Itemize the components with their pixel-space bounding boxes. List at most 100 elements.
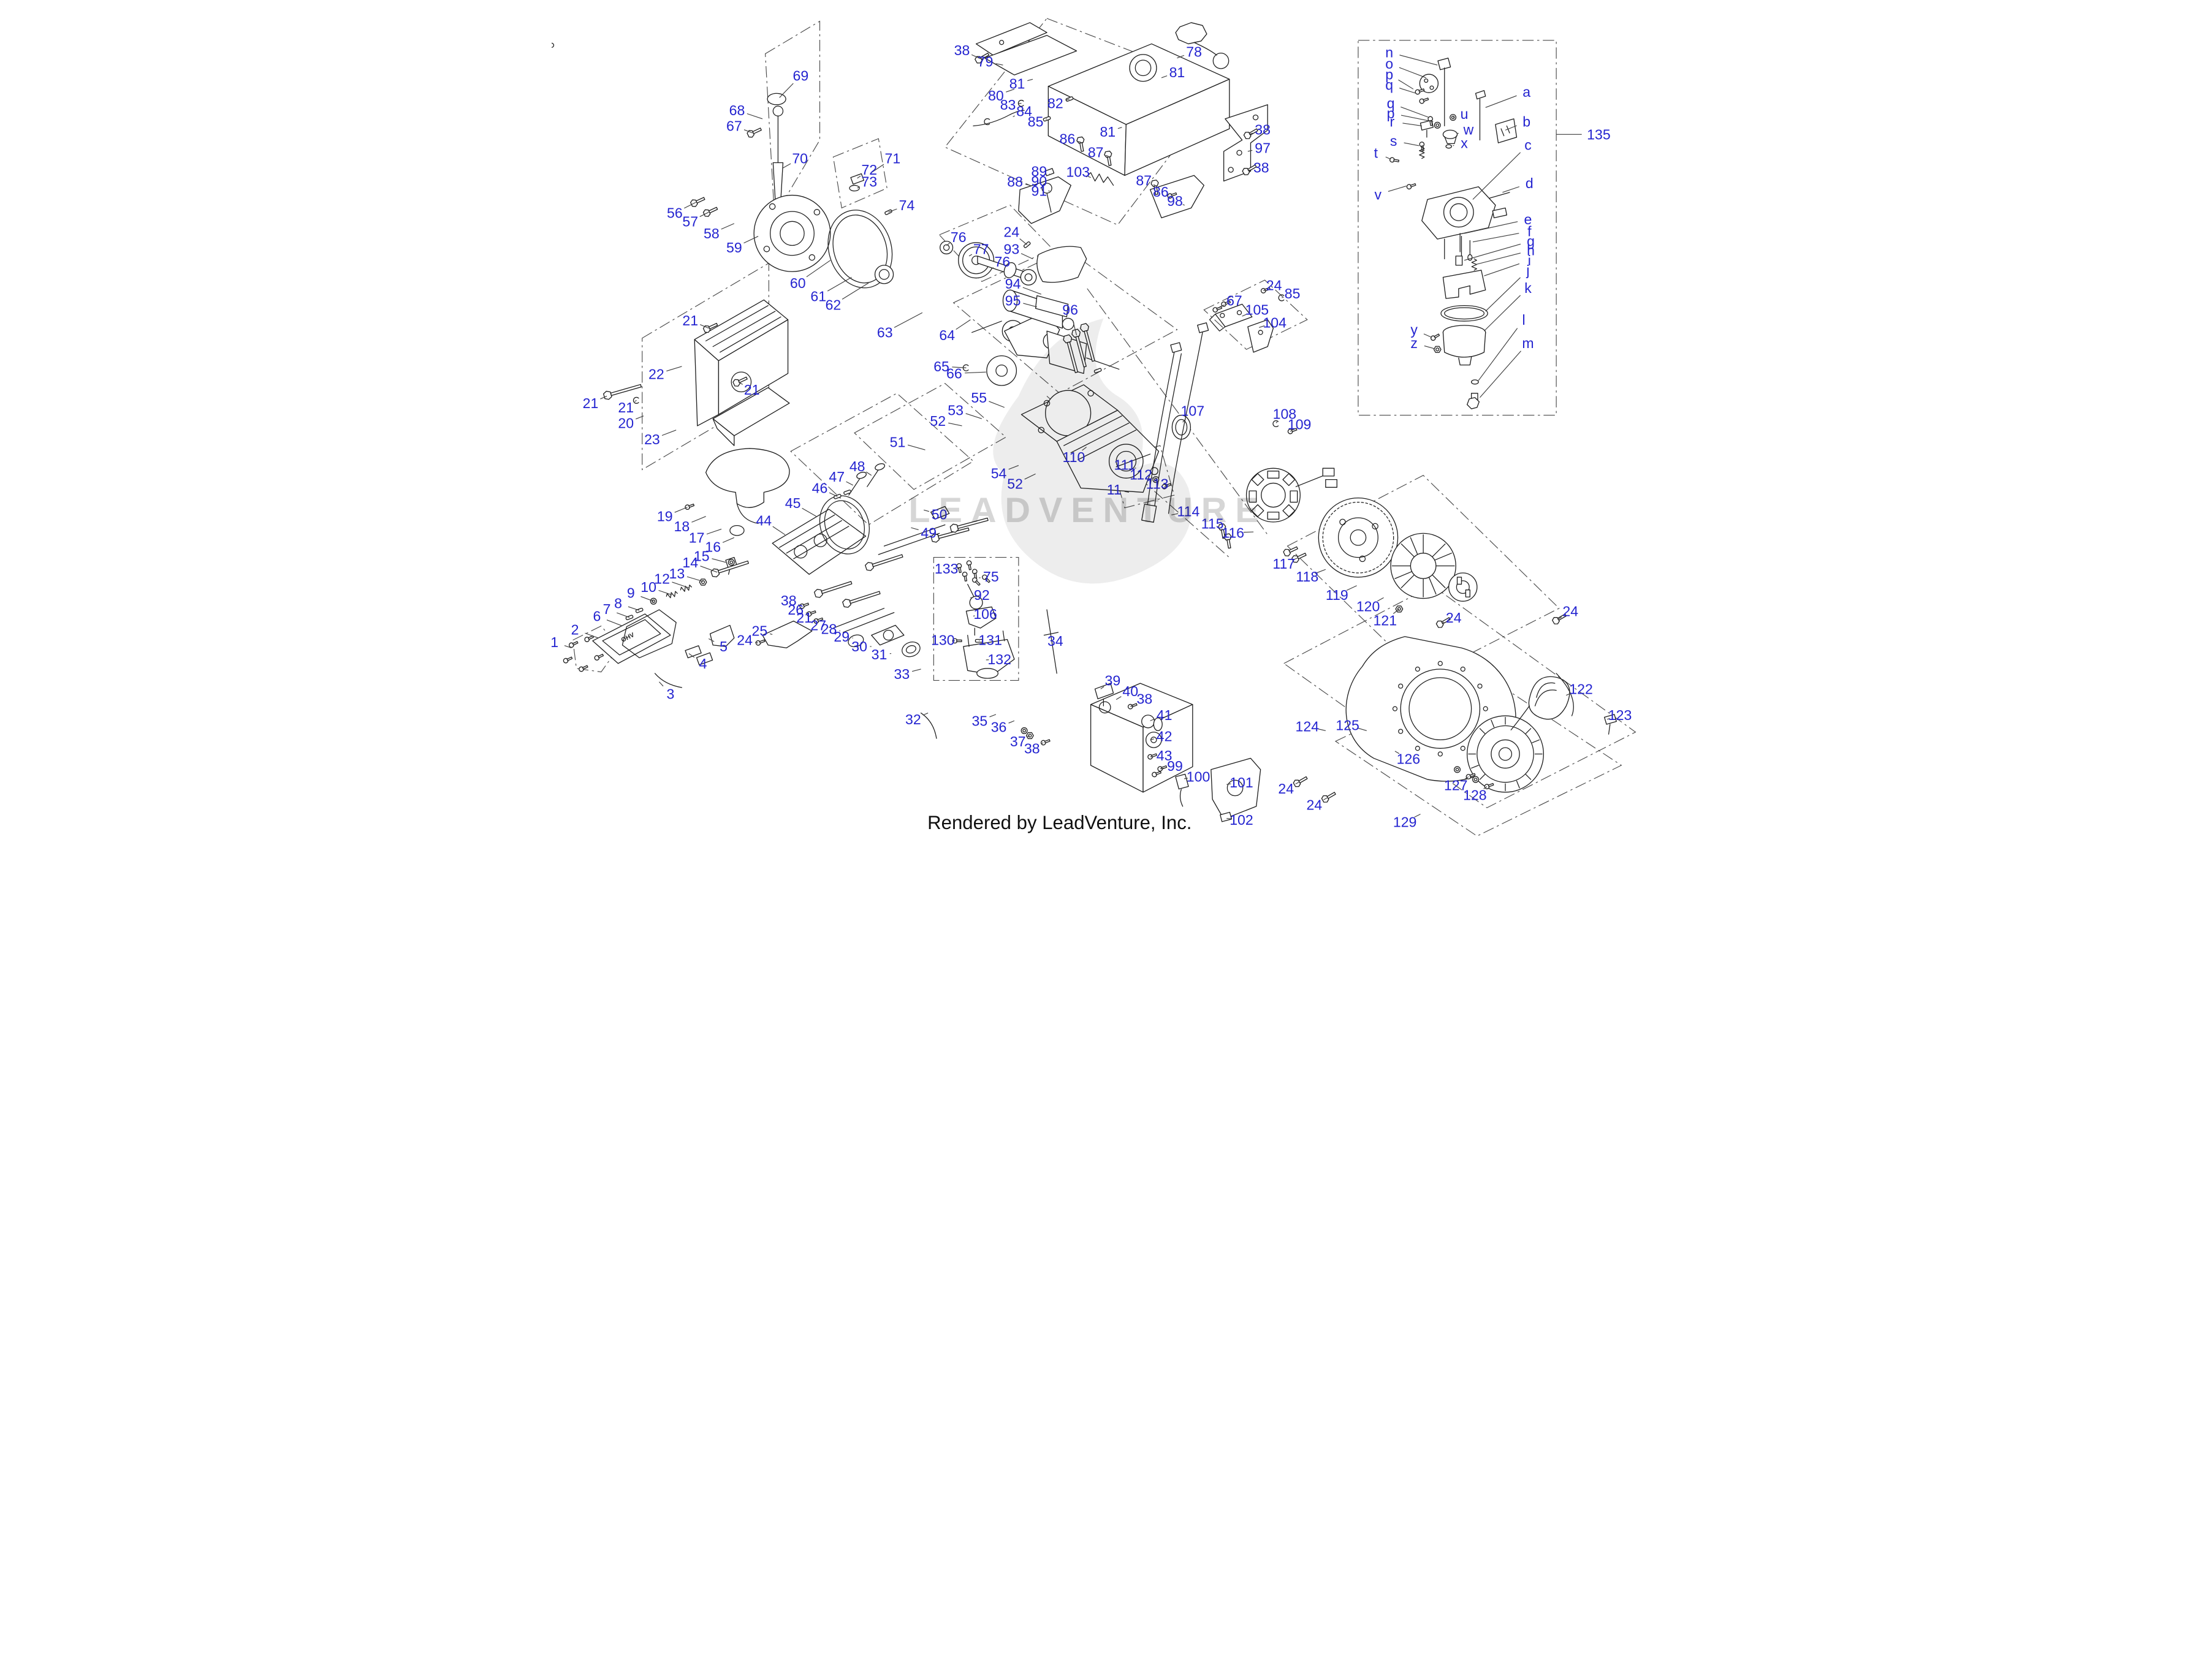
hardware-bolt	[689, 194, 706, 208]
callout-85: 85	[1284, 286, 1300, 301]
leader-line-b	[1505, 125, 1517, 131]
leader-line-h	[1475, 252, 1521, 265]
callout-16: 16	[705, 539, 721, 555]
leader-line-52	[948, 422, 962, 426]
hardware-ring	[728, 559, 735, 566]
callout-r: r	[1389, 114, 1394, 130]
leader-line-121	[1393, 608, 1399, 614]
callout-122: 122	[1569, 681, 1593, 697]
hardware-nut	[1433, 346, 1442, 353]
callout-47: 47	[829, 469, 845, 485]
leader-line-d	[1502, 186, 1519, 193]
leader-line-65	[951, 366, 966, 368]
callout-s: s	[1389, 133, 1397, 149]
leader-line-67	[1218, 304, 1225, 308]
callout-118: 118	[1296, 569, 1318, 585]
callout-24: 24	[1562, 603, 1578, 619]
leader-line-1	[564, 645, 572, 648]
leader-line-r	[1402, 123, 1422, 127]
hardware-ring	[1472, 776, 1479, 783]
callout-39: 39	[1104, 673, 1120, 689]
callout-w: w	[1462, 121, 1473, 137]
callout-35: 35	[971, 713, 987, 729]
dashed-box-crankshaft	[952, 248, 1178, 394]
dashed-box-piston	[853, 382, 1006, 490]
leader-line-93	[1020, 253, 1033, 260]
callout-86: 86	[1059, 131, 1075, 146]
exhaust-valve	[866, 463, 885, 487]
float-bowl	[1442, 325, 1486, 366]
air-guide-plates	[551, 22, 1077, 76]
leader-line-56	[683, 202, 696, 209]
intake-valve	[848, 471, 867, 496]
leader-line-58	[720, 223, 734, 230]
callout-109: 109	[1287, 417, 1311, 433]
leader-line-p	[1401, 115, 1433, 123]
callout-14: 14	[682, 555, 698, 570]
hardware-screw	[1414, 87, 1425, 96]
callout-67: 67	[1226, 293, 1242, 309]
ground-wire	[1556, 673, 1574, 716]
callout-105: 105	[1245, 302, 1269, 318]
leader-line-8	[628, 606, 639, 611]
spark-plug-cap	[1603, 714, 1617, 735]
leader-line-97	[1247, 150, 1252, 152]
callout-89: 89	[1031, 163, 1047, 179]
leader-line-24	[754, 642, 758, 643]
callout-y: y	[1410, 322, 1418, 338]
cover-gasket	[827, 210, 892, 289]
callout-50: 50	[931, 506, 947, 522]
callout-75: 75	[983, 569, 999, 585]
callout-62: 62	[825, 297, 841, 313]
footer-credit: Rendered by LeadVenture, Inc.	[927, 812, 1192, 833]
callout-76: 76	[994, 254, 1010, 270]
callout-96: 96	[1062, 302, 1078, 318]
leader-line-e	[1464, 221, 1518, 234]
leader-line-23	[661, 430, 676, 436]
leader-line-82	[1065, 99, 1070, 101]
hardware-screw	[965, 559, 973, 570]
leader-line-c	[1472, 152, 1521, 200]
callout-102: 102	[1230, 812, 1253, 828]
callout-63: 63	[876, 325, 892, 341]
starter-motor	[1002, 289, 1074, 330]
callout-127: 127	[1443, 777, 1467, 793]
leader-line-19	[674, 507, 688, 513]
callout-v: v	[1374, 187, 1382, 203]
callout-g: g	[1527, 233, 1535, 249]
callout-56: 56	[667, 205, 683, 221]
throttle-lever	[1437, 58, 1451, 70]
callout-21: 21	[743, 382, 759, 398]
callout-p: p	[1386, 105, 1394, 121]
callout-59: 59	[726, 240, 742, 256]
hardware-lbolt	[841, 588, 881, 609]
leader-line-70	[781, 163, 791, 169]
leader-line-17	[706, 528, 721, 535]
leader-line-107	[1182, 419, 1186, 423]
dashed-box-ignition-coil	[1203, 279, 1308, 350]
flywheel	[1318, 497, 1398, 578]
rocker-arms	[684, 645, 713, 665]
leader-line-24	[1441, 621, 1444, 624]
leader-line-81	[1117, 127, 1122, 129]
callout-67: 67	[726, 118, 742, 134]
leader-line-m	[1479, 350, 1521, 398]
callout-78: 78	[1186, 44, 1202, 59]
callout-h: h	[1527, 243, 1535, 259]
leader-line-14	[699, 566, 717, 573]
callout-24: 24	[1278, 781, 1294, 797]
leader-line-103	[1087, 176, 1091, 178]
hardware-screw	[568, 640, 579, 649]
callout-38: 38	[1253, 160, 1269, 176]
watermark-flame	[992, 318, 1192, 584]
callout-83: 83	[1000, 97, 1016, 113]
callout-38: 38	[1024, 740, 1039, 756]
leader-line-51	[907, 444, 925, 450]
callout-65: 65	[933, 358, 949, 374]
bowl-bolt	[1466, 393, 1480, 409]
leader-line-33	[911, 669, 921, 672]
leader-line-105	[1241, 313, 1247, 317]
leader-line-48	[865, 471, 872, 476]
leader-line-108	[1275, 421, 1278, 423]
callout-41: 41	[1156, 707, 1172, 723]
